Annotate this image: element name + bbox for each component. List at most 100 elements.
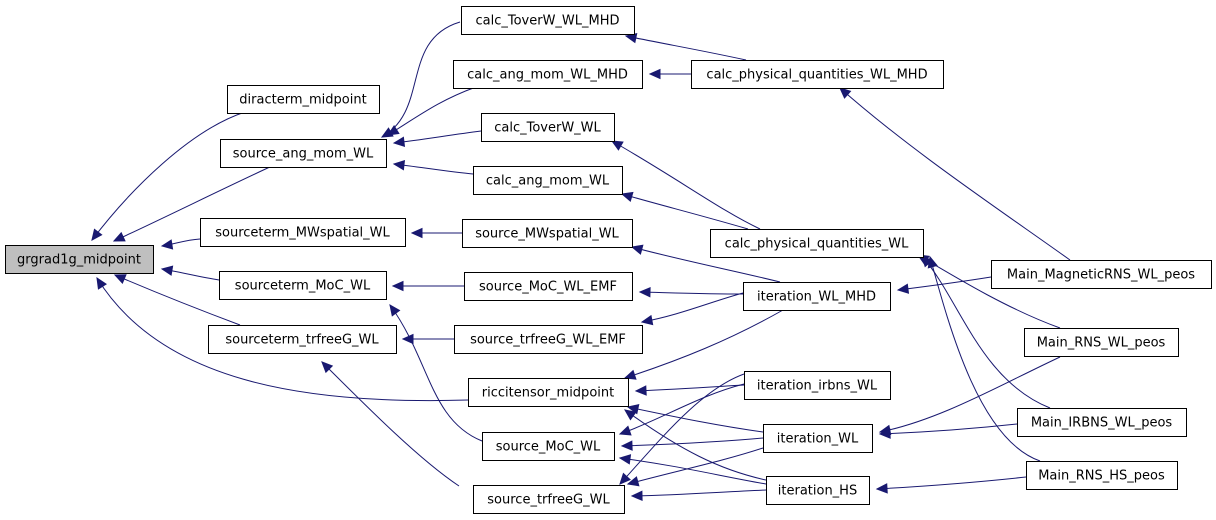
arrowhead-icon [619, 472, 631, 485]
node-box [462, 219, 633, 248]
edge-line [619, 373, 745, 485]
edge-calc-toverw-wl-to-source-ang-mom-wl [392, 130, 482, 148]
node-sourceterm-mwspatial-wl[interactable]: sourceterm_MWspatial_WL [200, 218, 406, 247]
node-source-moc-wl[interactable]: source_MoC_WL [482, 432, 615, 461]
node-box [5, 245, 154, 274]
node-sourceterm-moc-wl[interactable]: sourceterm_MoC_WL [219, 271, 387, 300]
node-main-irbns-wl-peos[interactable]: Main_IRBNS_WL_peos [1017, 408, 1187, 437]
node-grgrad1g-midpoint[interactable]: grgrad1g_midpoint [5, 245, 154, 274]
edge-line [879, 423, 1018, 435]
node-label: calc_ToverW_WL [494, 121, 601, 136]
edge-iteration-wl-mhd-to-source-trfreeg-wl-emf [640, 292, 744, 326]
node-label: iteration_irbns_WL [757, 379, 878, 394]
arrowhead-icon [648, 68, 661, 80]
node-label: riccitensor_midpoint [482, 386, 614, 401]
node-main-rns-wl-peos[interactable]: Main_RNS_WL_peos [1024, 328, 1179, 357]
node-calc-toverw-wl-mhd[interactable]: calc_ToverW_WL_MHD [461, 6, 635, 35]
edge-source-trfreeg-wl-emf-to-sourceterm-trfreeg-wl [401, 333, 454, 345]
arrowhead-icon [391, 280, 404, 292]
edge-line [321, 361, 460, 487]
edge-iteration-wl-mhd-to-source-mwspatial-wl [630, 244, 781, 283]
edge-line [624, 409, 767, 481]
node-iteration-wl[interactable]: iteration_WL [763, 424, 873, 453]
edge-line [619, 457, 767, 485]
node-source-ang-mom-wl[interactable]: source_ang_mom_WL [220, 139, 387, 168]
edge-calc-ang-mom-wl-mhd-to-source-ang-mom-wl [386, 86, 477, 136]
node-label: calc_ang_mom_WL [486, 174, 610, 189]
node-box [481, 113, 615, 142]
node-label: calc_physical_quantities_WL_MHD [706, 68, 927, 83]
node-box [219, 271, 387, 300]
arrowhead-icon [618, 425, 632, 436]
edge-source-moc-wl-to-sourceterm-moc-wl [389, 304, 483, 442]
edge-line [113, 165, 273, 242]
node-label: calc_ang_mom_WL_MHD [467, 68, 628, 83]
node-label: diracterm_midpoint [239, 93, 366, 108]
node-source-mwspatial-wl[interactable]: source_MWspatial_WL [462, 219, 633, 248]
node-calc-physical-quantities-wl-mhd[interactable]: calc_physical_quantities_WL_MHD [691, 60, 944, 89]
arrowhead-icon [392, 136, 406, 148]
node-box [710, 229, 924, 258]
node-label: source_MWspatial_WL [475, 227, 619, 242]
edge-line [624, 309, 784, 379]
arrowhead-icon [638, 286, 651, 298]
edge-calc-physical-quantities-wl-mhd-to-calc-toverw-wl-mhd [624, 32, 747, 61]
edge-line [621, 437, 764, 447]
edge-source-mwspatial-wl-to-sourceterm-mwspatial-wl [410, 227, 462, 239]
node-iteration-wl-mhd[interactable]: iteration_WL_MHD [743, 282, 891, 311]
edge-line [639, 291, 744, 295]
edge-calc-physical-quantities-wl-to-calc-ang-mom-wl [620, 191, 749, 230]
node-box [468, 378, 629, 407]
node-label: Main_RNS_WL_peos [1037, 336, 1166, 351]
node-box [691, 60, 944, 89]
node-iteration-irbns-wl[interactable]: iteration_irbns_WL [744, 371, 891, 400]
edge-line [387, 86, 477, 136]
arrowhead-icon [386, 124, 400, 136]
edge-iteration-irbns-wl-to-source-moc-wl [618, 383, 745, 436]
edge-main-rns-hs-peos-to-calc-physical-quantities-wl [927, 255, 1041, 462]
node-box [1026, 461, 1178, 490]
node-calc-physical-quantities-wl[interactable]: calc_physical_quantities_WL [710, 229, 924, 258]
node-label: Main_IRBNS_WL_peos [1031, 416, 1173, 431]
arrowhead-icon [160, 265, 174, 276]
node-main-rns-hs-peos[interactable]: Main_RNS_HS_peos [1026, 461, 1178, 490]
node-label: grgrad1g_midpoint [17, 253, 141, 268]
node-calc-ang-mom-wl[interactable]: calc_ang_mom_WL [473, 166, 623, 195]
arrowhead-icon [410, 227, 423, 239]
arrowhead-icon [626, 404, 640, 415]
node-box [453, 60, 643, 89]
node-label: Main_RNS_HS_peos [1038, 469, 1165, 484]
edge-line [393, 130, 482, 144]
arrowhead-icon [618, 454, 632, 465]
arrowhead-icon [96, 276, 108, 290]
node-box [208, 325, 397, 354]
edge-main-irbns-wl-peos-to-iteration-wl [878, 423, 1018, 439]
edge-line [635, 384, 745, 392]
arrowhead-icon [620, 191, 634, 202]
node-iteration-hs[interactable]: iteration_HS [766, 476, 870, 505]
edge-line [876, 476, 1027, 490]
node-label: source_trfreeG_WL [487, 493, 610, 508]
node-diracterm-midpoint[interactable]: diracterm_midpoint [227, 85, 380, 114]
node-source-trfreeg-wl-emf[interactable]: source_trfreeG_WL_EMF [454, 325, 643, 354]
node-label: source_MoC_WL_EMF [479, 280, 617, 295]
node-label: source_MoC_WL [496, 440, 601, 455]
node-sourceterm-trfreeg-wl[interactable]: sourceterm_trfreeG_WL [208, 325, 397, 354]
node-label: sourceterm_MoC_WL [235, 279, 371, 294]
edge-line [839, 87, 1071, 261]
node-label: sourceterm_MWspatial_WL [215, 226, 390, 241]
node-source-moc-wl-emf[interactable]: source_MoC_WL_EMF [464, 272, 633, 301]
arrowhead-icon [623, 369, 637, 380]
node-box [473, 485, 625, 514]
node-calc-toverw-wl[interactable]: calc_ToverW_WL [481, 113, 615, 142]
edge-line [619, 383, 745, 435]
node-main-magneticrns-wl-peos[interactable]: Main_MagneticRNS_WL_peos [991, 260, 1212, 289]
edge-line [393, 163, 474, 175]
node-source-trfreeg-wl[interactable]: source_trfreeG_WL [473, 485, 625, 514]
node-riccitensor-midpoint[interactable]: riccitensor_midpoint [468, 378, 629, 407]
edge-iteration-wl-to-source-moc-wl [620, 437, 764, 451]
arrowhead-icon [91, 228, 103, 241]
node-calc-ang-mom-wl-mhd[interactable]: calc_ang_mom_WL_MHD [453, 60, 643, 89]
arrowhead-icon [624, 409, 637, 421]
node-box [473, 166, 623, 195]
